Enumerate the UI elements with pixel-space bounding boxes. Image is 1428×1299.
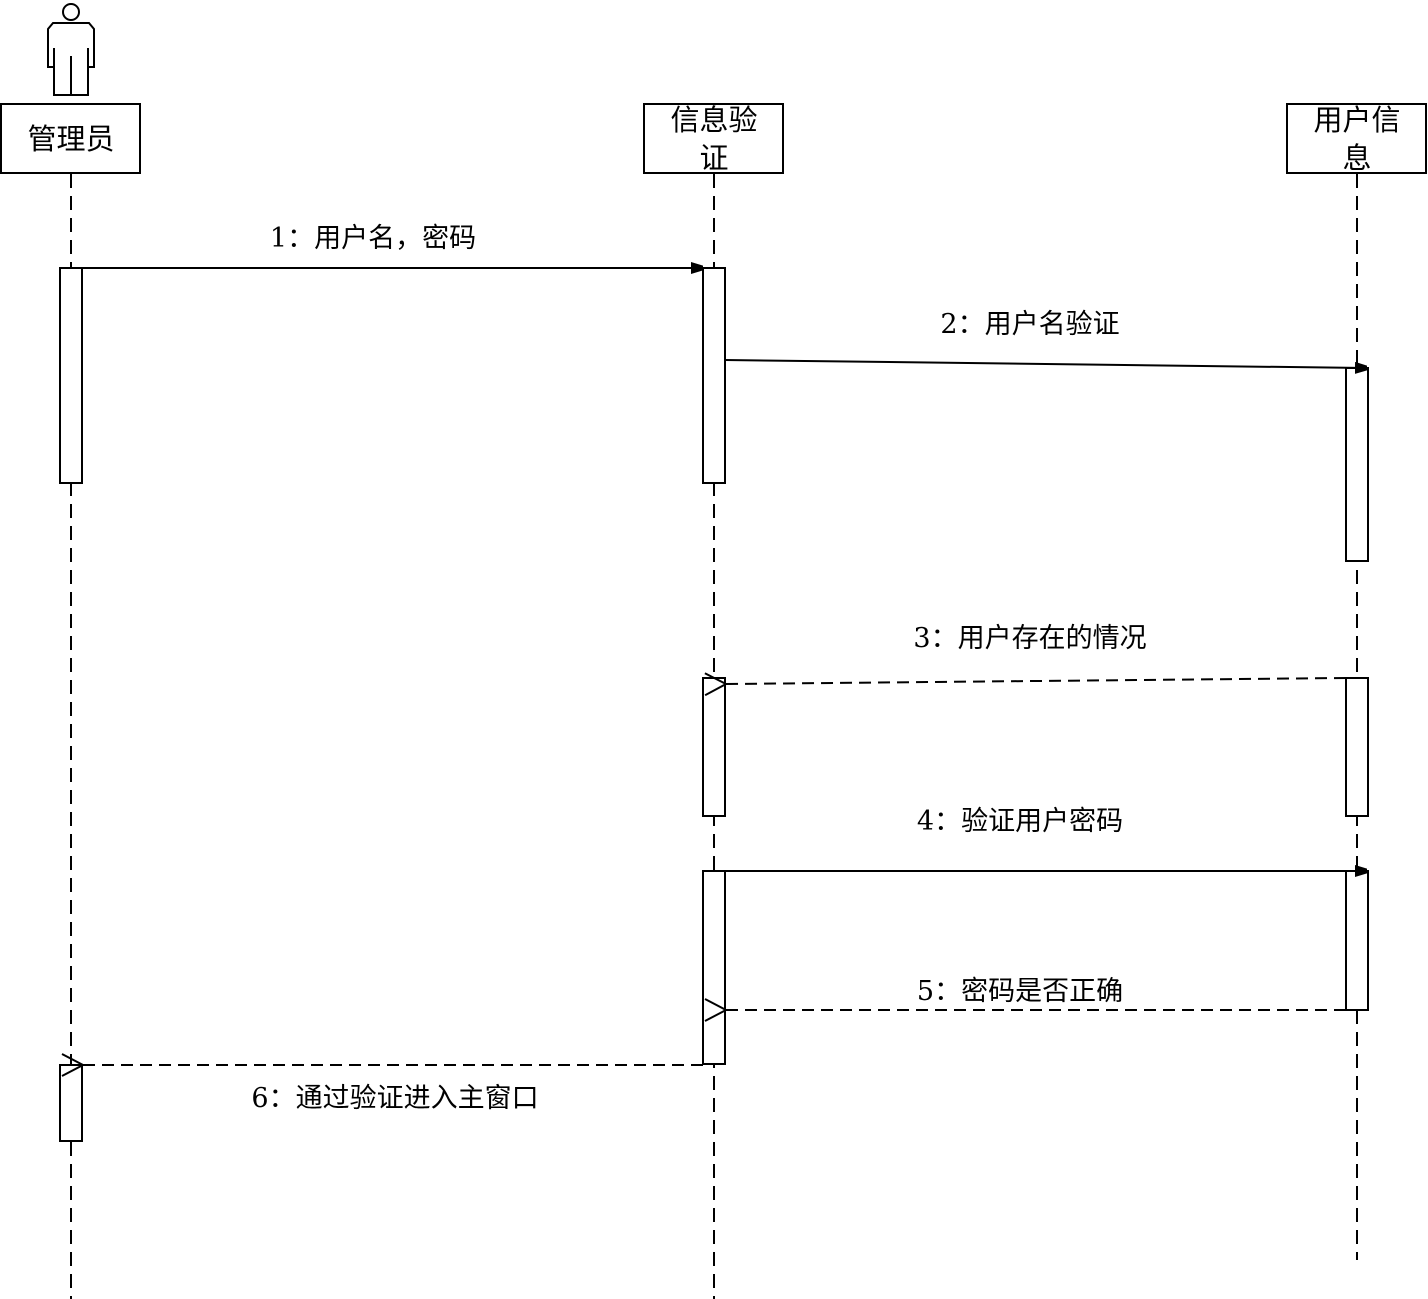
message-6[interactable]: 6：通过验证进入主窗口	[83, 1065, 703, 1114]
lifeline-header-userinfo[interactable]: 用户信 息	[1286, 103, 1427, 175]
activation-bar	[59, 267, 83, 484]
message-5[interactable]: 5：密码是否正确	[726, 976, 1346, 1010]
activation-bar	[1345, 677, 1369, 817]
message-label: 2：用户名验证	[940, 309, 1119, 340]
actor-icon	[47, 3, 95, 96]
message-label: 5：密码是否正确	[917, 976, 1123, 1007]
message-label: 1：用户名，密码	[270, 223, 476, 254]
header-label: 用户信	[1313, 103, 1400, 137]
message-label: 4：验证用户密码	[917, 806, 1123, 837]
lifeline-header-verify[interactable]: 信息验 证	[643, 103, 784, 175]
activation-bar	[59, 1064, 83, 1142]
activation-bar	[702, 677, 726, 817]
message-2[interactable]: 2：用户名验证	[724, 309, 1366, 368]
activation-bar	[702, 870, 726, 1065]
message-label: 3：用户存在的情况	[913, 623, 1146, 654]
message-4[interactable]: 4：验证用户密码	[725, 806, 1366, 871]
activation-bar	[1345, 367, 1369, 562]
header-label: 息	[1342, 141, 1371, 175]
message-3[interactable]: 3：用户存在的情况	[726, 623, 1347, 684]
message-label: 6：通过验证进入主窗口	[251, 1083, 538, 1114]
activation-bar	[1345, 870, 1369, 1011]
lifeline-header-admin[interactable]: 管理员	[0, 103, 141, 174]
message-1[interactable]: 1：用户名，密码	[82, 223, 702, 268]
header-label: 证	[699, 141, 728, 175]
header-label: 信息验	[670, 103, 757, 137]
activation-bar	[702, 267, 726, 484]
header-label: 管理员	[27, 122, 114, 156]
